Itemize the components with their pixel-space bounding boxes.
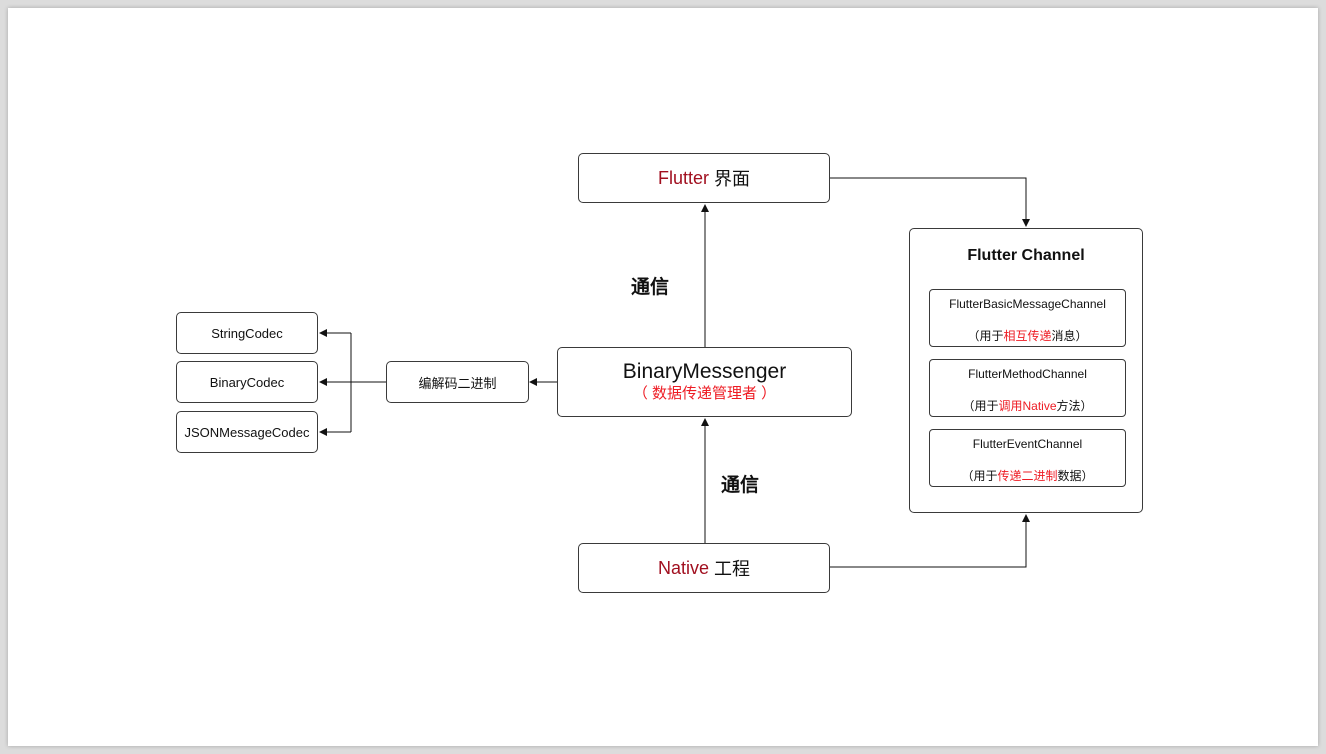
channel-desc-prefix: （用于 — [962, 399, 999, 413]
codec-label: BinaryCodec — [209, 374, 285, 390]
codec-node-binary: BinaryCodec — [176, 361, 318, 403]
communication-label-upper: 通信 — [631, 276, 670, 298]
channel-desc-prefix: （用于 — [961, 469, 998, 483]
arrow-flutter-ui-to-channel — [830, 177, 1030, 227]
flutter-ui-node: Flutter 界面 — [578, 153, 830, 203]
flutter-ui-suffix: 界面 — [709, 169, 751, 189]
binary-messenger-title: BinaryMessenger — [622, 360, 787, 383]
channel-desc-suffix: 消息） — [1051, 329, 1088, 343]
codec-node-string: StringCodec — [176, 312, 318, 354]
channel-description: （用于相互传递消息） — [930, 327, 1125, 344]
arrow-native-to-channel — [830, 514, 1030, 568]
codec-hub-label: 编解码二进制 — [418, 375, 497, 391]
channel-basic-message: FlutterBasicMessageChannel （用于相互传递消息） — [929, 289, 1126, 347]
binary-messenger-subtitle: 数据传递管理者 — [651, 385, 757, 402]
channel-desc-prefix: （用于 — [967, 329, 1004, 343]
communication-label-lower: 通信 — [721, 474, 760, 496]
native-keyword: Native — [657, 557, 709, 578]
codec-label: JSONMessageCodec — [184, 424, 310, 440]
channel-desc-suffix: 方法） — [1056, 399, 1093, 413]
flutter-channel-group: Flutter Channel FlutterBasicMessageChann… — [909, 228, 1143, 513]
codec-node-json: JSONMessageCodec — [176, 411, 318, 453]
paren-close: ） — [757, 385, 777, 402]
channel-name: FlutterMethodChannel — [968, 367, 1087, 381]
codec-hub-node: 编解码二进制 — [386, 361, 529, 403]
native-suffix: 工程 — [709, 559, 751, 579]
channel-desc-suffix: 数据） — [1057, 469, 1094, 483]
channel-name: FlutterEventChannel — [972, 437, 1083, 451]
binary-messenger-node: BinaryMessenger （ 数据传递管理者 ） — [557, 347, 852, 417]
channel-method: FlutterMethodChannel （用于调用Native方法） — [929, 359, 1126, 417]
paren-open: （ — [632, 385, 652, 402]
flutter-ui-keyword: Flutter — [657, 167, 709, 188]
channel-event: FlutterEventChannel （用于传递二进制数据） — [929, 429, 1126, 487]
channel-desc-highlight: 相互传递 — [1003, 329, 1052, 343]
codec-label: StringCodec — [211, 325, 283, 341]
native-project-node: Native 工程 — [578, 543, 830, 593]
channel-description: （用于传递二进制数据） — [930, 467, 1125, 484]
channel-desc-highlight: 调用Native — [998, 399, 1057, 413]
binary-messenger-subtitle-line: （ 数据传递管理者 ） — [633, 384, 776, 404]
channel-description: （用于调用Native方法） — [930, 397, 1125, 414]
channel-name: FlutterBasicMessageChannel — [949, 297, 1106, 311]
channel-desc-highlight: 传递二进制 — [997, 469, 1058, 483]
flutter-channel-title: Flutter Channel — [967, 247, 1085, 264]
